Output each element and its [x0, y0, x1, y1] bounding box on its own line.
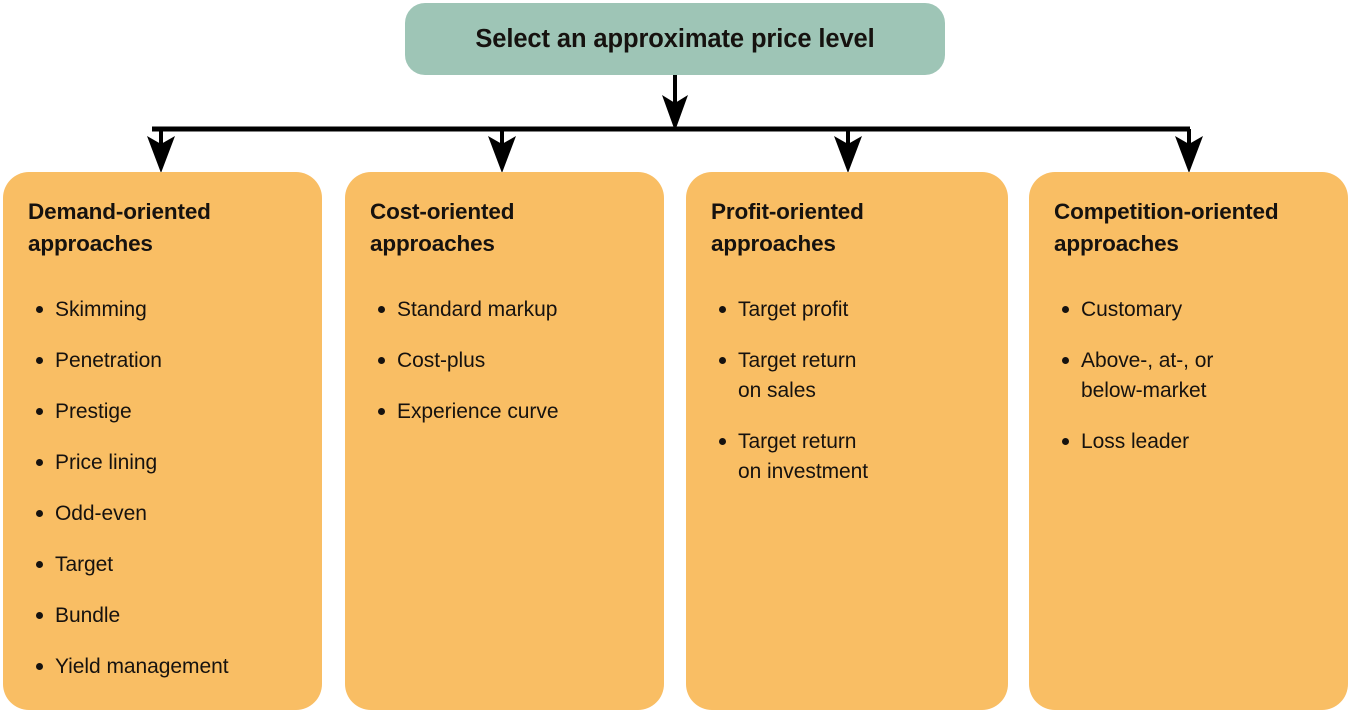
- category-title: Profit-oriented approaches: [711, 199, 864, 257]
- root-node-select-price-level: Select an approximate price level: [405, 3, 945, 75]
- bullet-icon: [378, 407, 385, 415]
- category-item-list: Skimming Penetration Prestige Price lini…: [28, 295, 304, 682]
- bullet-icon: [719, 305, 726, 313]
- category-item-list: Customary Above-, at-, or below-market L…: [1054, 295, 1330, 457]
- bullet-icon: [719, 356, 726, 364]
- list-item-label: Penetration: [55, 348, 162, 372]
- bullet-icon: [36, 560, 43, 568]
- list-item: Prestige: [28, 397, 304, 427]
- category-box-cost-oriented: Cost-oriented approaches Standard markup…: [345, 172, 664, 710]
- bullet-icon: [36, 662, 43, 670]
- bullet-icon: [1062, 437, 1069, 445]
- list-item: Target return on sales: [711, 346, 990, 406]
- list-item: Skimming: [28, 295, 304, 325]
- bullet-icon: [36, 356, 43, 364]
- list-item-label: Target return on investment: [738, 429, 869, 483]
- list-item: Experience curve: [370, 397, 646, 427]
- list-item: Yield management: [28, 652, 304, 682]
- bullet-icon: [36, 458, 43, 466]
- list-item: Standard markup: [370, 295, 646, 325]
- bullet-icon: [1062, 356, 1069, 364]
- list-item-label: Standard markup: [397, 297, 558, 321]
- category-title: Competition-oriented approaches: [1054, 199, 1279, 257]
- bullet-icon: [1062, 305, 1069, 313]
- branch-arrowhead-2: [488, 136, 516, 173]
- list-item-label: Loss leader: [1081, 429, 1190, 453]
- bullet-icon: [36, 611, 43, 619]
- category-title: Demand-oriented approaches: [28, 199, 211, 257]
- list-item: Customary: [1054, 295, 1330, 325]
- category-box-competition-oriented: Competition-oriented approaches Customar…: [1029, 172, 1348, 710]
- list-item: Cost-plus: [370, 346, 646, 376]
- list-item-label: Price lining: [55, 450, 158, 474]
- bullet-icon: [378, 305, 385, 313]
- category-item-list: Standard markup Cost-plus Experience cur…: [370, 295, 646, 427]
- list-item-label: Above-, at-, or below-market: [1081, 348, 1214, 402]
- list-item: Target profit: [711, 295, 990, 325]
- root-node-label: Select an approximate price level: [475, 24, 875, 53]
- bullet-icon: [36, 509, 43, 517]
- list-item-label: Odd-even: [55, 501, 147, 525]
- bullet-icon: [378, 356, 385, 364]
- list-item-label: Target profit: [738, 297, 849, 321]
- list-item: Above-, at-, or below-market: [1054, 346, 1330, 406]
- category-box-demand-oriented: Demand-oriented approaches Skimming Pene…: [3, 172, 322, 710]
- category-item-list: Target profit Target return on sales Tar…: [711, 295, 990, 487]
- bullet-icon: [36, 305, 43, 313]
- root-stem-arrowhead: [662, 95, 688, 131]
- list-item-label: Experience curve: [397, 399, 559, 423]
- category-title: Cost-oriented approaches: [370, 199, 515, 257]
- branch-arrowhead-4: [1175, 136, 1203, 173]
- list-item: Target return on investment: [711, 427, 990, 487]
- list-item-label: Yield management: [55, 654, 229, 678]
- list-item: Bundle: [28, 601, 304, 631]
- branch-arrowhead-1: [147, 136, 175, 173]
- list-item-label: Skimming: [55, 297, 147, 321]
- list-item: Odd-even: [28, 499, 304, 529]
- list-item-label: Cost-plus: [397, 348, 486, 372]
- branch-arrowhead-3: [834, 136, 862, 173]
- list-item-label: Target: [55, 552, 114, 576]
- list-item: Loss leader: [1054, 427, 1330, 457]
- list-item: Penetration: [28, 346, 304, 376]
- bullet-icon: [36, 407, 43, 415]
- list-item-label: Target return on sales: [738, 348, 857, 402]
- list-item-label: Bundle: [55, 603, 121, 627]
- bullet-icon: [719, 437, 726, 445]
- list-item: Target: [28, 550, 304, 580]
- category-box-profit-oriented: Profit-oriented approaches Target profit…: [686, 172, 1008, 710]
- list-item-label: Customary: [1081, 297, 1183, 321]
- list-item-label: Prestige: [55, 399, 132, 423]
- list-item: Price lining: [28, 448, 304, 478]
